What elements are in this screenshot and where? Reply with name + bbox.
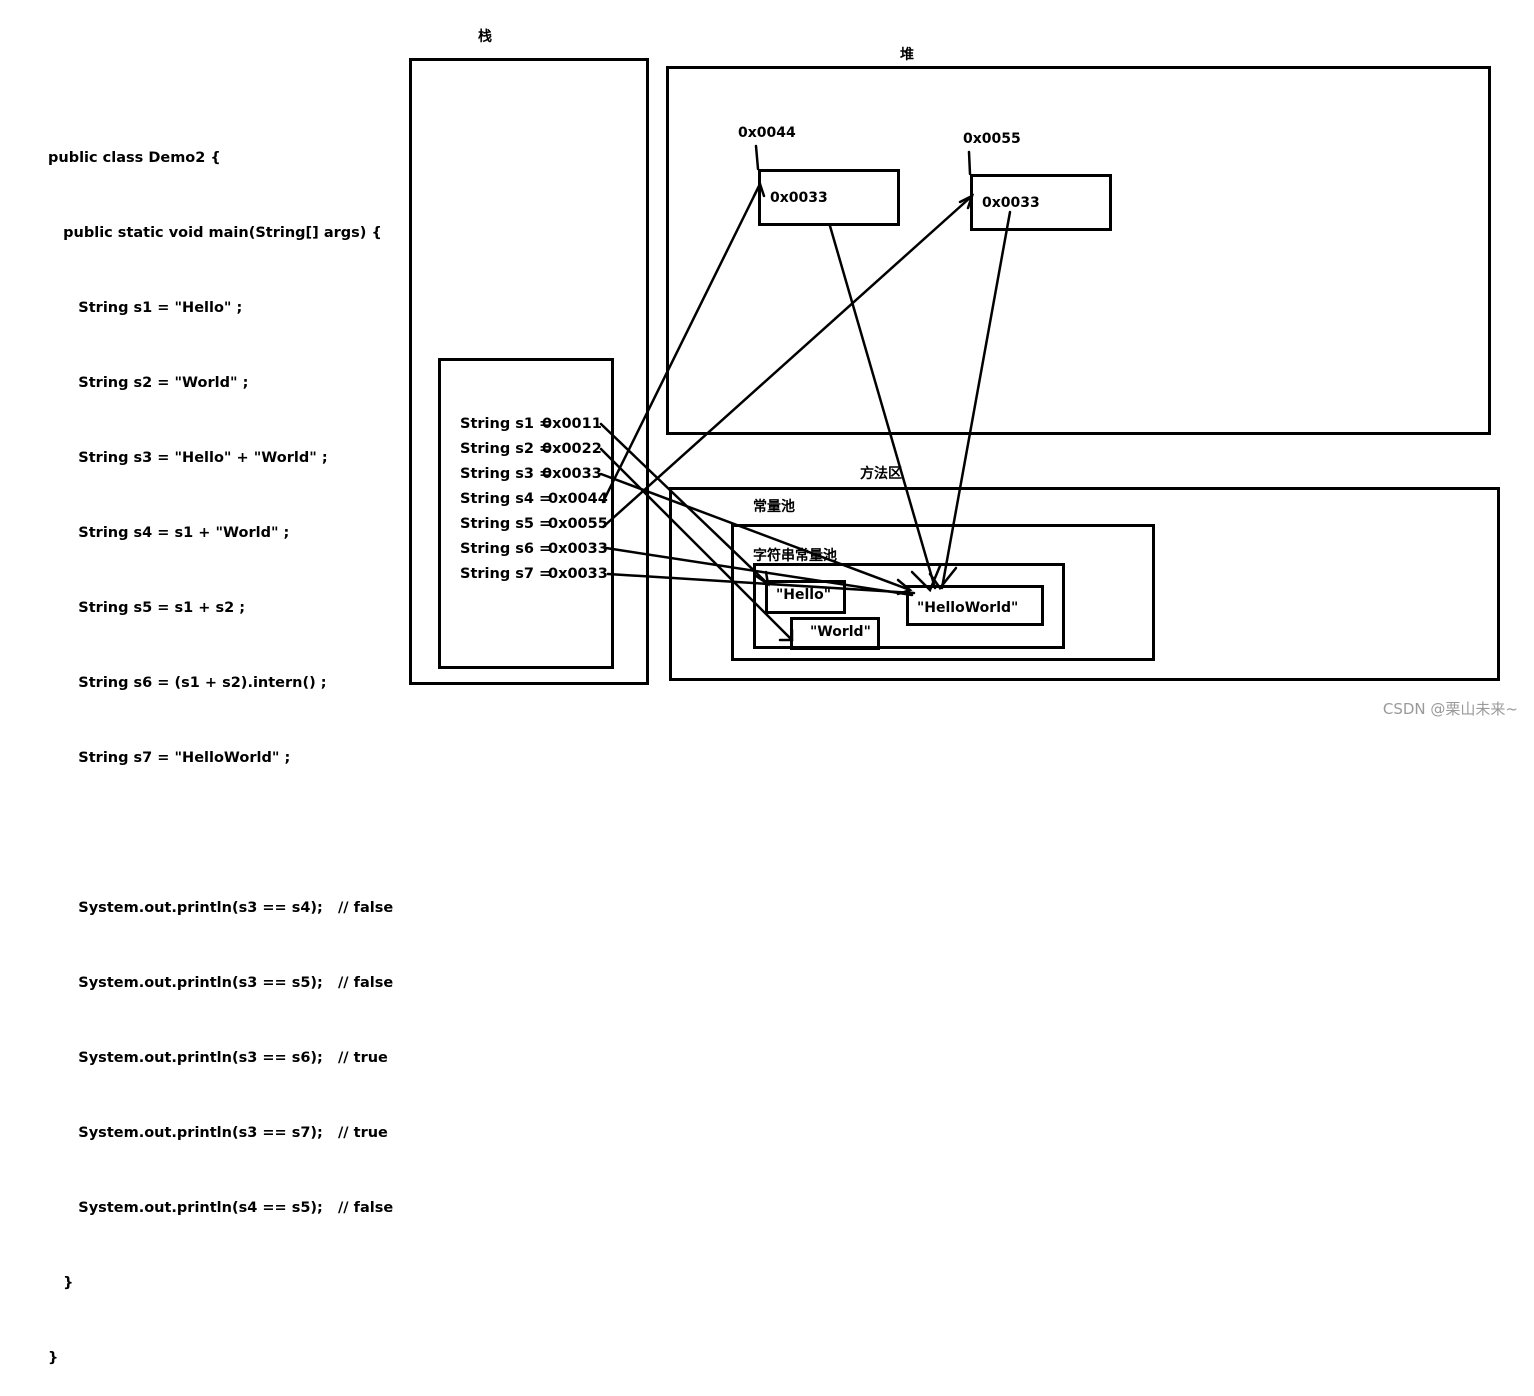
constant-pool-title: 常量池	[753, 499, 795, 515]
address-leader	[967, 150, 972, 176]
constant-pool-region	[731, 524, 1155, 661]
reference-arrow	[601, 194, 974, 529]
stack-var-name: String s1 =	[460, 416, 552, 432]
code-line: public static void main(String[] args) {	[48, 225, 382, 241]
stack-var-addr: 0x0033	[548, 566, 608, 582]
heap-object-address: 0x0055	[963, 131, 1021, 147]
code-line: }	[48, 1275, 74, 1291]
code-line	[48, 821, 393, 846]
arrowhead	[958, 193, 975, 210]
stack-var-addr: 0x0011	[542, 416, 602, 432]
stack-row-s4: String s4 = 0x0044	[460, 491, 608, 507]
code-line: String s1 = "Hello" ;	[48, 300, 243, 316]
string-pool-region	[753, 563, 1065, 649]
code-line: }	[48, 1350, 59, 1366]
stack-var-addr: 0x0033	[548, 541, 608, 557]
stack-row-s3: String s3 = 0x0033	[460, 466, 602, 482]
heap-object-value: 0x0033	[982, 195, 1040, 211]
heap-object-box	[970, 174, 1112, 231]
string-literal-text: "HelloWorld"	[917, 600, 1019, 616]
method-area-region	[669, 487, 1500, 681]
stack-row-s5: String s5 = 0x0055	[460, 516, 608, 532]
string-literal-helloworld	[906, 585, 1044, 626]
reference-arrow	[599, 447, 794, 642]
stack-var-addr: 0x0033	[542, 466, 602, 482]
reference-arrows	[599, 144, 1012, 642]
code-line: System.out.println(s3 == s7); // true	[48, 1125, 388, 1141]
string-literal-text: "World"	[810, 624, 871, 640]
code-line: System.out.println(s3 == s4); // false	[48, 900, 394, 916]
address-leader	[754, 144, 760, 171]
code-line: String s6 = (s1 + s2).intern() ;	[48, 675, 327, 691]
stack-frame	[438, 358, 614, 669]
code-line: System.out.println(s3 == s6); // true	[48, 1050, 388, 1066]
code-line: String s3 = "Hello" + "World" ;	[48, 450, 328, 466]
stack-title: 栈	[478, 29, 492, 45]
reference-arrow	[599, 472, 912, 592]
stack-var-name: String s7 =	[460, 566, 552, 582]
stack-row-s6: String s6 = 0x0033	[460, 541, 608, 557]
code-line: String s4 = s1 + "World" ;	[48, 525, 290, 541]
heap-object-box	[758, 169, 900, 226]
stack-var-addr: 0x0022	[542, 441, 602, 457]
arrowhead	[910, 564, 942, 593]
heap-object-address: 0x0044	[738, 125, 796, 141]
stack-row-s7: String s7 = 0x0033	[460, 566, 608, 582]
stack-var-name: String s4 =	[460, 491, 552, 507]
code-line: System.out.println(s3 == s5); // false	[48, 975, 394, 991]
heap-title: 堆	[900, 47, 914, 63]
arrowhead	[928, 566, 958, 591]
heap-region	[666, 66, 1491, 435]
code-line: String s2 = "World" ;	[48, 375, 249, 391]
stack-var-addr: 0x0055	[548, 516, 608, 532]
reference-arrow	[606, 572, 916, 595]
stack-row-s1: String s1 = 0x0011	[460, 416, 602, 432]
arrowhead	[778, 628, 794, 642]
reference-arrow	[601, 182, 762, 504]
stack-var-name: String s3 =	[460, 466, 552, 482]
stack-row-s2: String s2 = 0x0022	[460, 441, 602, 457]
reference-arrow	[828, 224, 937, 590]
code-line: String s7 = "HelloWorld" ;	[48, 750, 291, 766]
code-line: String s5 = s1 + s2 ;	[48, 600, 246, 616]
stack-region	[409, 58, 649, 685]
stack-var-name: String s6 =	[460, 541, 552, 557]
stack-var-addr: 0x0044	[548, 491, 608, 507]
stack-var-name: String s5 =	[460, 516, 552, 532]
watermark: CSDN @栗山未来~	[1382, 700, 1518, 718]
reference-arrow	[940, 210, 1012, 590]
code-line: System.out.println(s4 == s5); // false	[48, 1200, 394, 1216]
stack-var-name: String s2 =	[460, 441, 552, 457]
code-line: public class Demo2 {	[48, 150, 221, 166]
string-literal-hello	[765, 580, 846, 614]
arrowhead	[752, 180, 766, 198]
string-pool-title: 字符串常量池	[753, 548, 837, 564]
method-area-title: 方法区	[860, 466, 902, 482]
reference-arrow	[604, 546, 914, 597]
string-literal-text: "Hello"	[776, 587, 832, 603]
heap-object-value: 0x0033	[770, 190, 828, 206]
